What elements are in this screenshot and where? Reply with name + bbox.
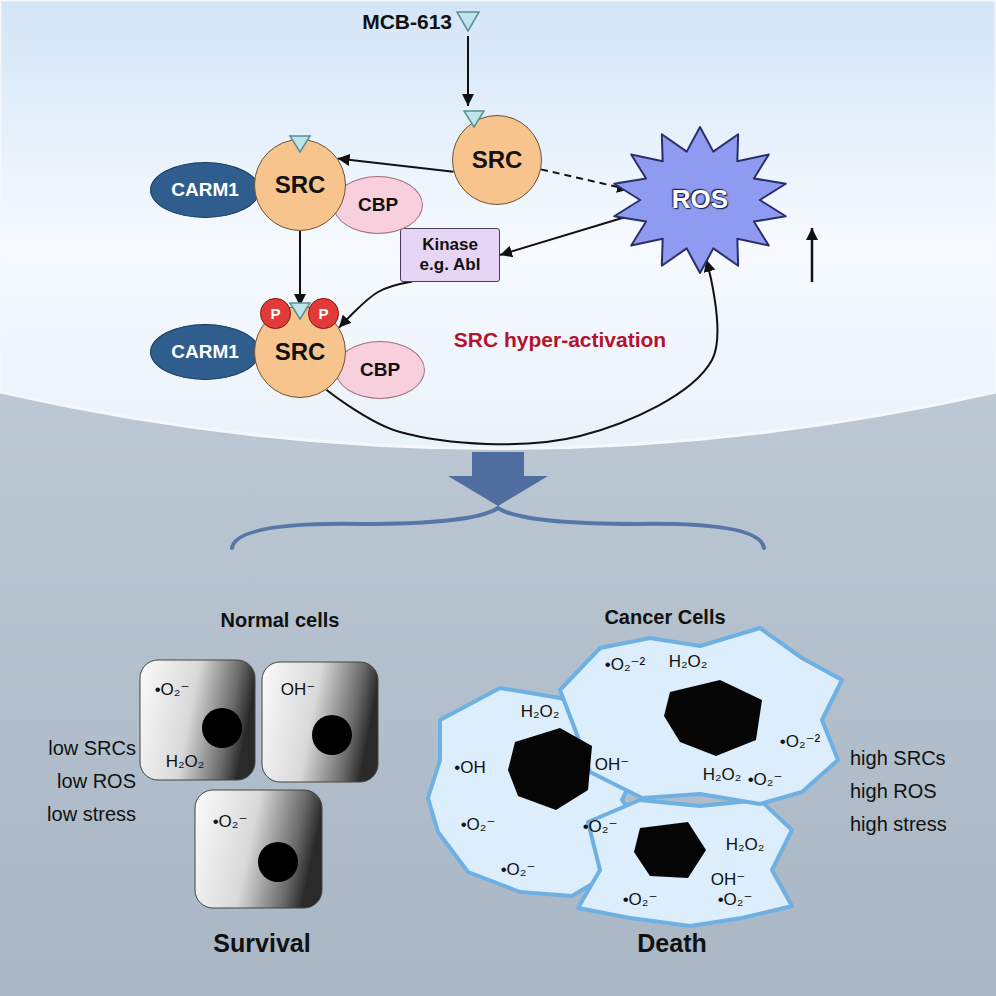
ros-species: H₂O₂ [166, 753, 205, 772]
ros-species: •OH [454, 759, 485, 778]
drug-triangle [457, 12, 479, 31]
increase-arrow [811, 228, 814, 282]
ros-species: •O₂⁻ [748, 771, 783, 790]
ros-species: H₂O₂ [726, 836, 765, 855]
node-text: Kinase e.g. Abl [410, 235, 490, 274]
node-text: CBP [358, 194, 398, 216]
node-text: SRC [472, 146, 523, 174]
drug-triangle [290, 303, 310, 319]
ros-species: •O₂⁻² [780, 733, 820, 752]
process-note: SRC hyper-activation [454, 328, 666, 351]
cancer-cells [428, 628, 842, 926]
ros-species: •O₂⁻ [461, 816, 496, 835]
split-brace [232, 508, 764, 548]
ros-burst: ROS [610, 125, 790, 275]
ros-species: H₂O₂ [521, 703, 560, 722]
ros-species: H₂O₂ [703, 766, 742, 785]
coactivator-circle: SRC [254, 139, 346, 231]
pathway-arrow [299, 231, 301, 306]
state-note: high SRCs [850, 747, 946, 769]
cancer-nuclei [508, 680, 762, 878]
node-text: CBP [360, 359, 400, 381]
ros-species: •O₂⁻ [213, 813, 248, 832]
state-note: high ROS [850, 780, 937, 802]
drug-triangle [464, 111, 484, 127]
dashed-arrow [541, 169, 629, 189]
node-text: P [318, 305, 328, 322]
ros-species: OH⁻ [281, 681, 315, 700]
normal-cells [140, 660, 378, 908]
outcome-label: Survival [213, 930, 310, 958]
node-text: SRC [275, 338, 326, 366]
phospho-circle: P [260, 298, 290, 328]
drug-name: MCB-613 [362, 10, 452, 33]
drug-triangle [290, 136, 310, 152]
phospho-circle: P [308, 298, 338, 328]
cbp-ellipse: CBP [333, 176, 423, 234]
ros-species: •O₂⁻ [583, 818, 618, 837]
top-panel [0, 0, 996, 449]
node-text: ROS [672, 185, 728, 215]
pathway-arrow [500, 216, 630, 255]
ros-species: H₂O₂ [669, 653, 708, 672]
ros-species: •O₂⁻ [501, 861, 536, 880]
transition-arrow [448, 452, 548, 506]
node-text: CARM1 [171, 179, 239, 201]
state-note: low SRCs [48, 737, 136, 759]
ros-species: •O₂⁻ [155, 681, 190, 700]
carm1-ellipse: CARM1 [150, 324, 260, 380]
coactivator-circle: SRC [452, 115, 542, 205]
drug-arrow [467, 36, 469, 106]
state-note: low ROS [57, 770, 136, 792]
ros-species: OH⁻ [595, 756, 629, 775]
pathway-arrow [339, 282, 412, 328]
ros-species: •O₂⁻ [623, 891, 658, 910]
carm1-ellipse: CARM1 [150, 162, 260, 218]
node-text: P [270, 305, 280, 322]
kinase-box: Kinase e.g. Abl [400, 228, 500, 281]
pathway-arrow [326, 260, 717, 444]
star-shape [614, 127, 786, 273]
coactivator-circle: SRC P P [254, 306, 346, 398]
group-title: Normal cells [221, 609, 340, 631]
state-note: high stress [850, 813, 947, 835]
ros-species: OH⁻ [711, 871, 745, 890]
group-title: Cancer Cells [604, 606, 725, 628]
node-text: CARM1 [171, 341, 239, 363]
ros-species: •O₂⁻ [718, 891, 753, 910]
cbp-ellipse: CBP [335, 341, 425, 399]
ros-species: •O₂⁻² [605, 656, 645, 675]
pathway-arrow [338, 159, 454, 172]
outcome-label: Death [637, 930, 706, 958]
node-text: SRC [275, 171, 326, 199]
state-note: low stress [47, 803, 136, 825]
